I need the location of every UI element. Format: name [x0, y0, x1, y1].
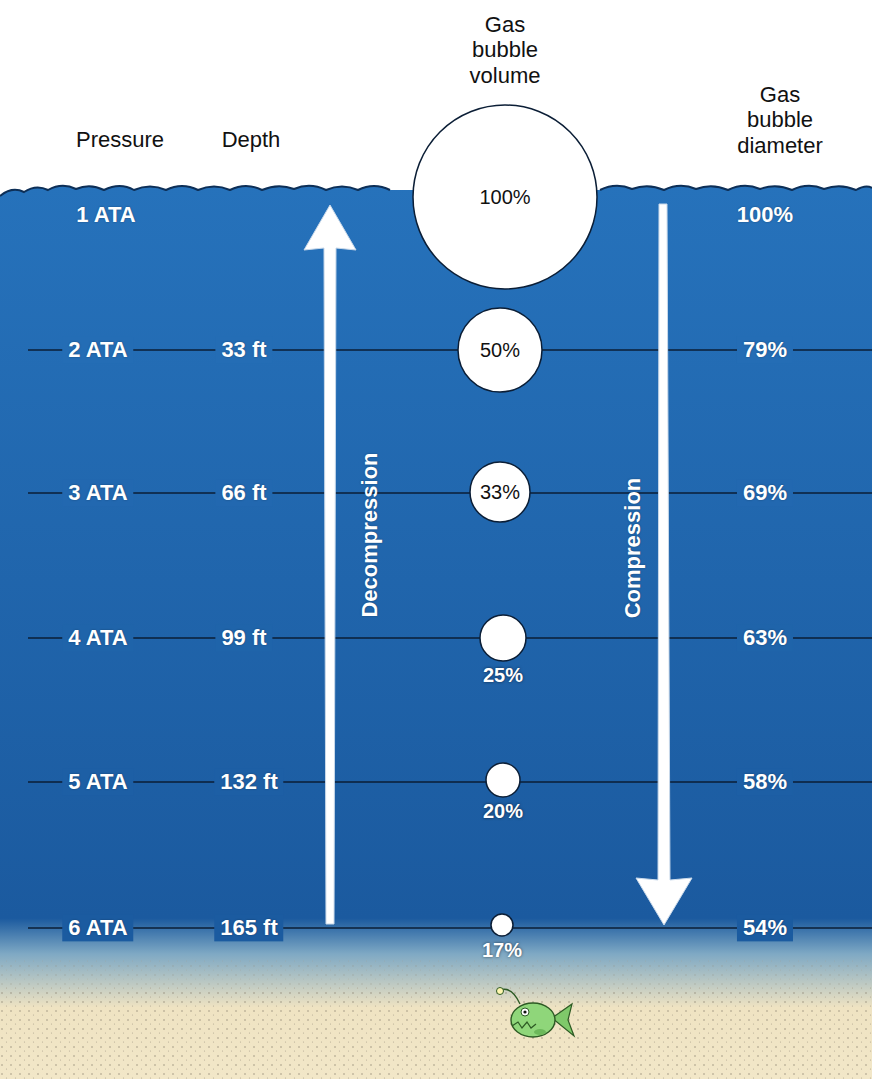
- row-value: 4 ATA: [62, 624, 133, 651]
- bubble-circle: [478, 613, 528, 663]
- row-value: 69%: [737, 479, 793, 506]
- column-header: Depth: [222, 127, 281, 152]
- row-value: 2 ATA: [62, 336, 133, 363]
- depth-lines: [28, 350, 872, 928]
- column-header: Pressure: [76, 127, 164, 152]
- row-value: 79%: [737, 336, 793, 363]
- row-value: 58%: [737, 768, 793, 795]
- row-value: 3 ATA: [62, 479, 133, 506]
- decompression-arrow: [304, 205, 356, 924]
- row-value: 33 ft: [215, 336, 272, 363]
- column-header: Gas bubble volume: [450, 12, 560, 88]
- volume-percent: 100%: [479, 186, 530, 208]
- sand-texture: [0, 960, 872, 985]
- column-header: Gas bubble diameter: [730, 82, 830, 158]
- sand-texture: [0, 985, 872, 1079]
- volume-percent: 50%: [480, 339, 520, 361]
- row-value: 1 ATA: [76, 202, 135, 227]
- angler-fish: [497, 988, 575, 1038]
- row-value: 100%: [737, 202, 793, 227]
- row-value: 165 ft: [214, 914, 283, 941]
- row-value: 54%: [737, 914, 793, 941]
- gas-bubble: 33%: [470, 462, 530, 522]
- volume-percent: 33%: [480, 481, 520, 503]
- gas-bubble: 20%: [480, 763, 526, 822]
- gas-bubble: 100%: [413, 105, 597, 289]
- gas-bubble: 17%: [479, 914, 525, 961]
- bubble-circle: [484, 761, 522, 799]
- volume-percent: 25%: [483, 664, 523, 686]
- row-value: 6 ATA: [62, 914, 133, 941]
- water-body: [0, 186, 872, 1079]
- volume-percent: 17%: [482, 939, 522, 961]
- gas-bubble: 50%: [458, 308, 542, 392]
- row-value: 5 ATA: [62, 768, 133, 795]
- row-value: 132 ft: [214, 768, 283, 795]
- gas-bubble: 25%: [480, 615, 526, 686]
- row-value: 99 ft: [215, 624, 272, 651]
- row-value: 66 ft: [215, 479, 272, 506]
- row-value: 63%: [737, 624, 793, 651]
- bubble-circle: [489, 912, 515, 938]
- arrow-label: Compression: [620, 478, 645, 619]
- volume-percent: 20%: [483, 800, 523, 822]
- arrow-label: Decompression: [357, 452, 382, 617]
